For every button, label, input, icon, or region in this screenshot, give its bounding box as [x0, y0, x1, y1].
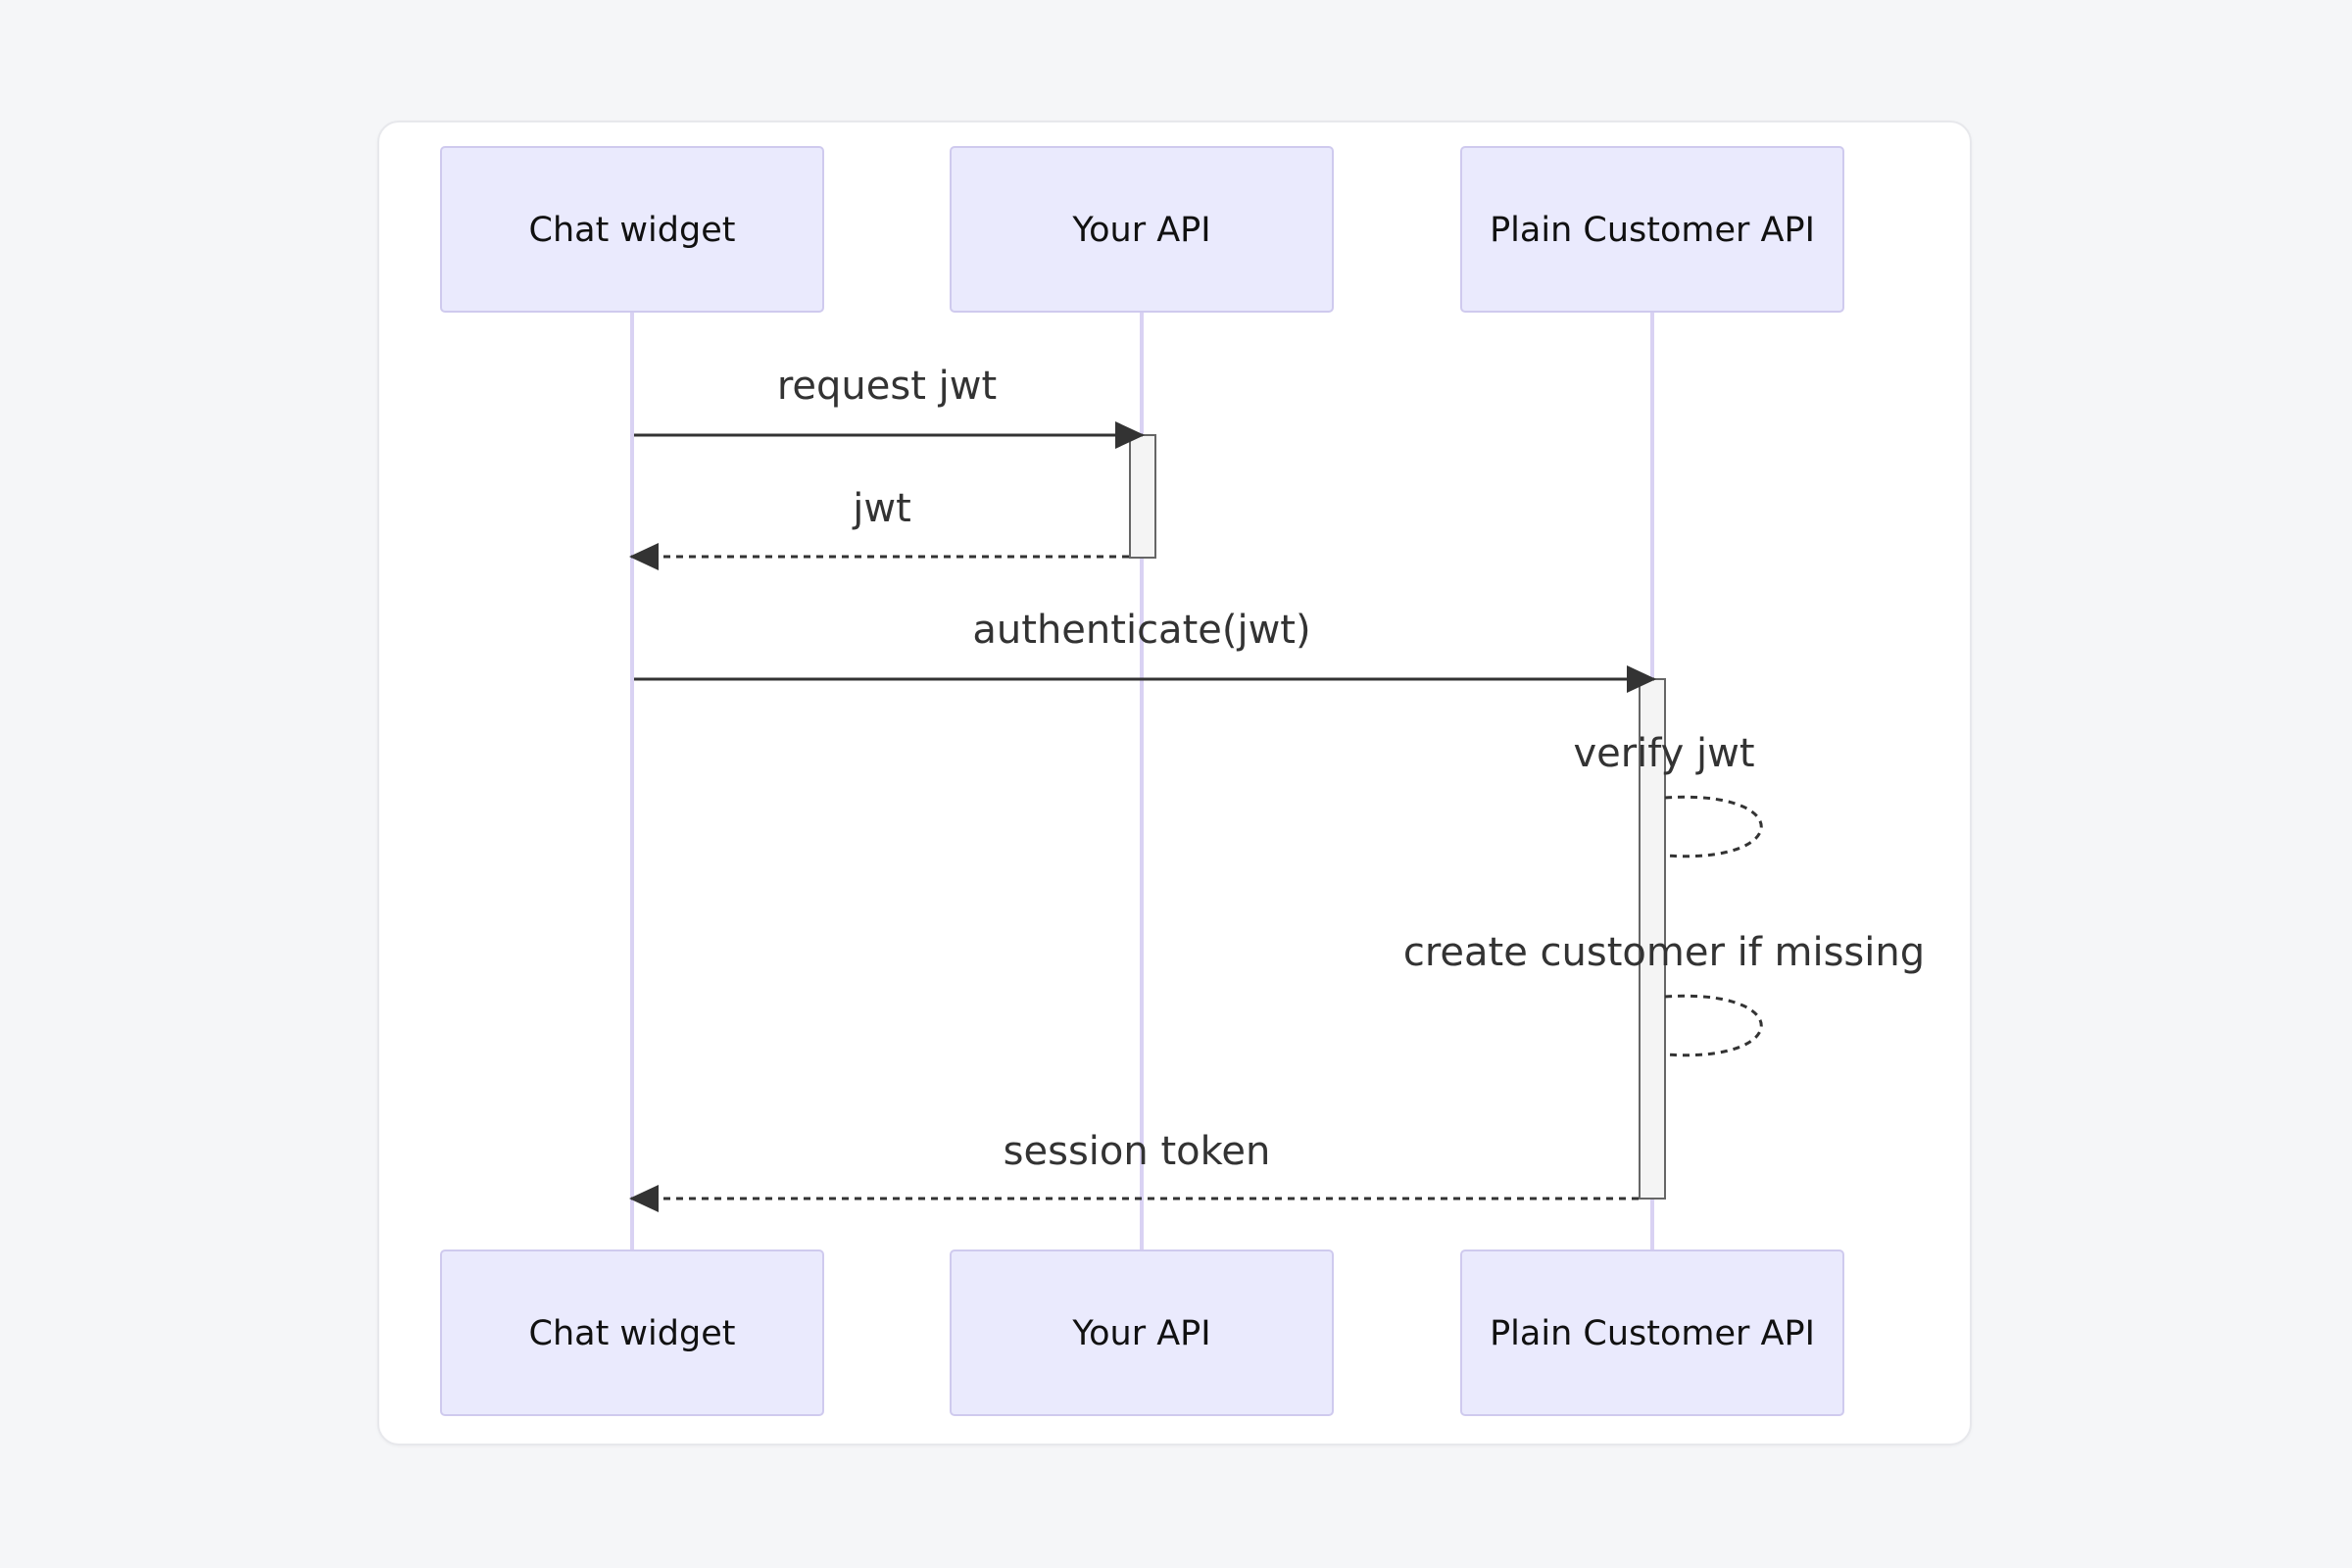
svg-text:Chat widget: Chat widget — [529, 1314, 736, 1353]
svg-text:Your API: Your API — [1071, 211, 1210, 250]
actor-bottom-plain-customer-api: Plain Customer API — [1460, 1250, 1844, 1416]
actor-bottom-chat-widget: Chat widget — [440, 1250, 824, 1416]
actor-bottom-your-api: Your API — [950, 1250, 1334, 1416]
message-jwt-return: jwt — [629, 486, 1129, 570]
actor-top-plain-customer-api: Plain Customer API — [1460, 146, 1844, 313]
svg-text:Your API: Your API — [1071, 1314, 1210, 1353]
svg-text:request jwt: request jwt — [777, 364, 997, 409]
activation-your-api — [1129, 434, 1156, 559]
message-authenticate: authenticate(jwt) — [634, 608, 1656, 693]
message-request-jwt: request jwt — [634, 364, 1145, 449]
svg-text:Plain Customer API: Plain Customer API — [1490, 1314, 1815, 1353]
svg-text:jwt: jwt — [852, 486, 911, 531]
message-verify-jwt: verify jwt — [1573, 731, 1763, 858]
actor-top-your-api: Your API — [950, 146, 1334, 313]
svg-text:create customer if missing: create customer if missing — [1403, 930, 1925, 975]
message-session-token: session token — [629, 1129, 1639, 1212]
message-create-customer: create customer if missing — [1403, 930, 1925, 1057]
svg-text:session token: session token — [1004, 1129, 1271, 1174]
svg-text:Chat widget: Chat widget — [529, 211, 736, 250]
actor-top-chat-widget: Chat widget — [440, 146, 824, 313]
diagram-card — [377, 121, 1972, 1446]
svg-text:verify jwt: verify jwt — [1573, 731, 1754, 776]
svg-text:Plain Customer API: Plain Customer API — [1490, 211, 1815, 250]
svg-text:authenticate(jwt): authenticate(jwt) — [972, 608, 1310, 653]
